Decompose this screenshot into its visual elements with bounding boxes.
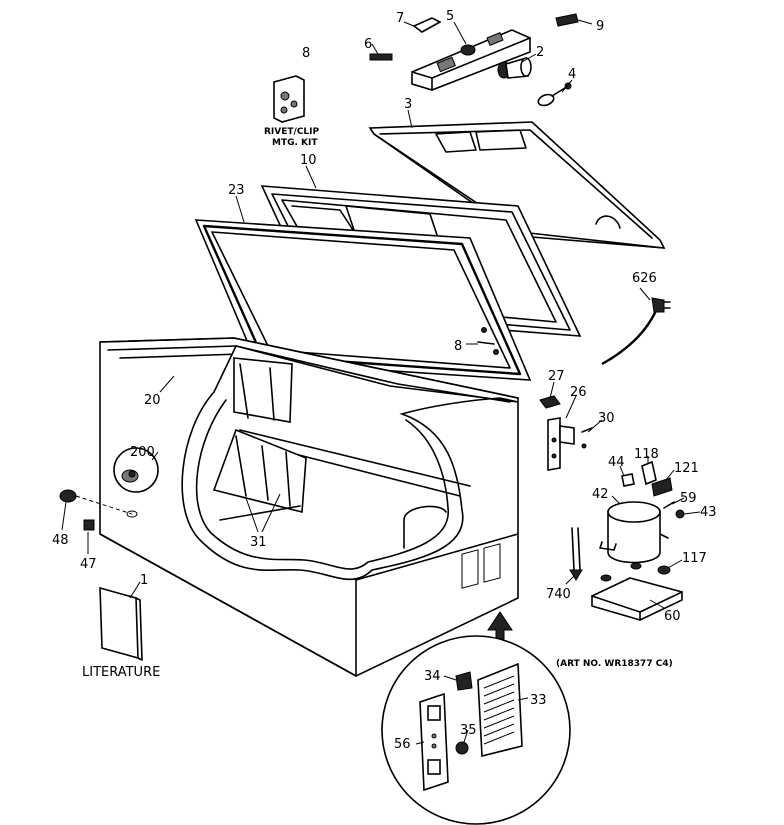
clip-part-7 — [412, 17, 442, 33]
label-121: 121 — [674, 461, 699, 476]
literature-part-1 — [99, 586, 143, 661]
label-8-top: 8 — [302, 46, 310, 61]
clip-part-59 — [663, 501, 675, 509]
gasket-part-23 — [194, 219, 532, 381]
label-47: 47 — [80, 557, 97, 572]
kit-caption-line2: MTG. KIT — [272, 138, 318, 148]
kit-caption-line1: RIVET/CLIP — [264, 127, 320, 137]
label-7: 7 — [396, 11, 404, 26]
screw-part-30 — [581, 427, 593, 449]
part-labels: 2 3 4 5 6 7 8 8 9 10 20 23 26 27 30 31 3… — [52, 9, 717, 752]
relay-part-44 — [621, 473, 635, 487]
label-59: 59 — [680, 491, 697, 506]
compressor-plate-part-60 — [591, 577, 683, 621]
label-20: 20 — [144, 393, 161, 408]
label-60: 60 — [664, 609, 681, 624]
label-117: 117 — [682, 551, 707, 566]
hinge-part-26 — [547, 417, 575, 471]
inset-detail-circle — [381, 635, 571, 825]
label-9: 9 — [596, 19, 604, 34]
label-626: 626 — [632, 271, 657, 286]
literature-caption: LITERATURE — [82, 665, 160, 680]
control-housing-part-5 — [411, 29, 531, 91]
label-8-screws: 8 — [454, 339, 462, 354]
label-200: 200 — [130, 445, 155, 460]
label-43: 43 — [700, 505, 717, 520]
cover-part-121 — [651, 477, 673, 497]
label-4: 4 — [568, 67, 576, 82]
capillary-part-740 — [569, 527, 583, 581]
label-56: 56 — [394, 737, 411, 752]
label-42: 42 — [592, 487, 609, 502]
drain-cap-part-48 — [59, 489, 138, 518]
rivet-clip-kit-part-8 — [273, 75, 305, 123]
label-5: 5 — [446, 9, 454, 24]
lamp-part-4 — [537, 82, 572, 107]
label-30: 30 — [598, 411, 615, 426]
label-6: 6 — [364, 37, 372, 52]
compressor-part-42 — [599, 501, 669, 564]
bracket-part-27 — [539, 395, 561, 409]
grommet-part-43 — [675, 509, 685, 519]
label-740: 740 — [546, 587, 571, 602]
label-26: 26 — [570, 385, 587, 400]
screws-part-8 — [477, 327, 499, 355]
overload-part-118 — [641, 460, 657, 486]
drain-plug-part-200 — [113, 447, 159, 493]
label-2: 2 — [536, 45, 544, 60]
annotations: RIVET/CLIP MTG. KIT LITERATURE (ART NO. … — [82, 127, 673, 680]
label-34: 34 — [424, 669, 441, 684]
label-118: 118 — [634, 447, 659, 462]
label-10: 10 — [300, 153, 317, 168]
label-3: 3 — [404, 97, 412, 112]
clip-part-47 — [83, 519, 95, 531]
art-number: (ART NO. WR18377 C4) — [556, 659, 673, 669]
label-31: 31 — [250, 535, 267, 550]
label-44: 44 — [608, 455, 625, 470]
thermostat-knob-part-2 — [497, 56, 532, 79]
label-part-6 — [369, 53, 393, 61]
label-1: 1 — [140, 573, 148, 588]
power-cord-part-626 — [601, 297, 671, 366]
label-35: 35 — [460, 723, 477, 738]
label-33: 33 — [530, 693, 547, 708]
label-23: 23 — [228, 183, 245, 198]
label-48: 48 — [52, 533, 69, 548]
label-part-9 — [555, 13, 579, 27]
label-27: 27 — [548, 369, 565, 384]
lid-part-3 — [368, 121, 666, 249]
leader-lines — [61, 19, 701, 745]
baskets-part-31 — [212, 357, 307, 521]
